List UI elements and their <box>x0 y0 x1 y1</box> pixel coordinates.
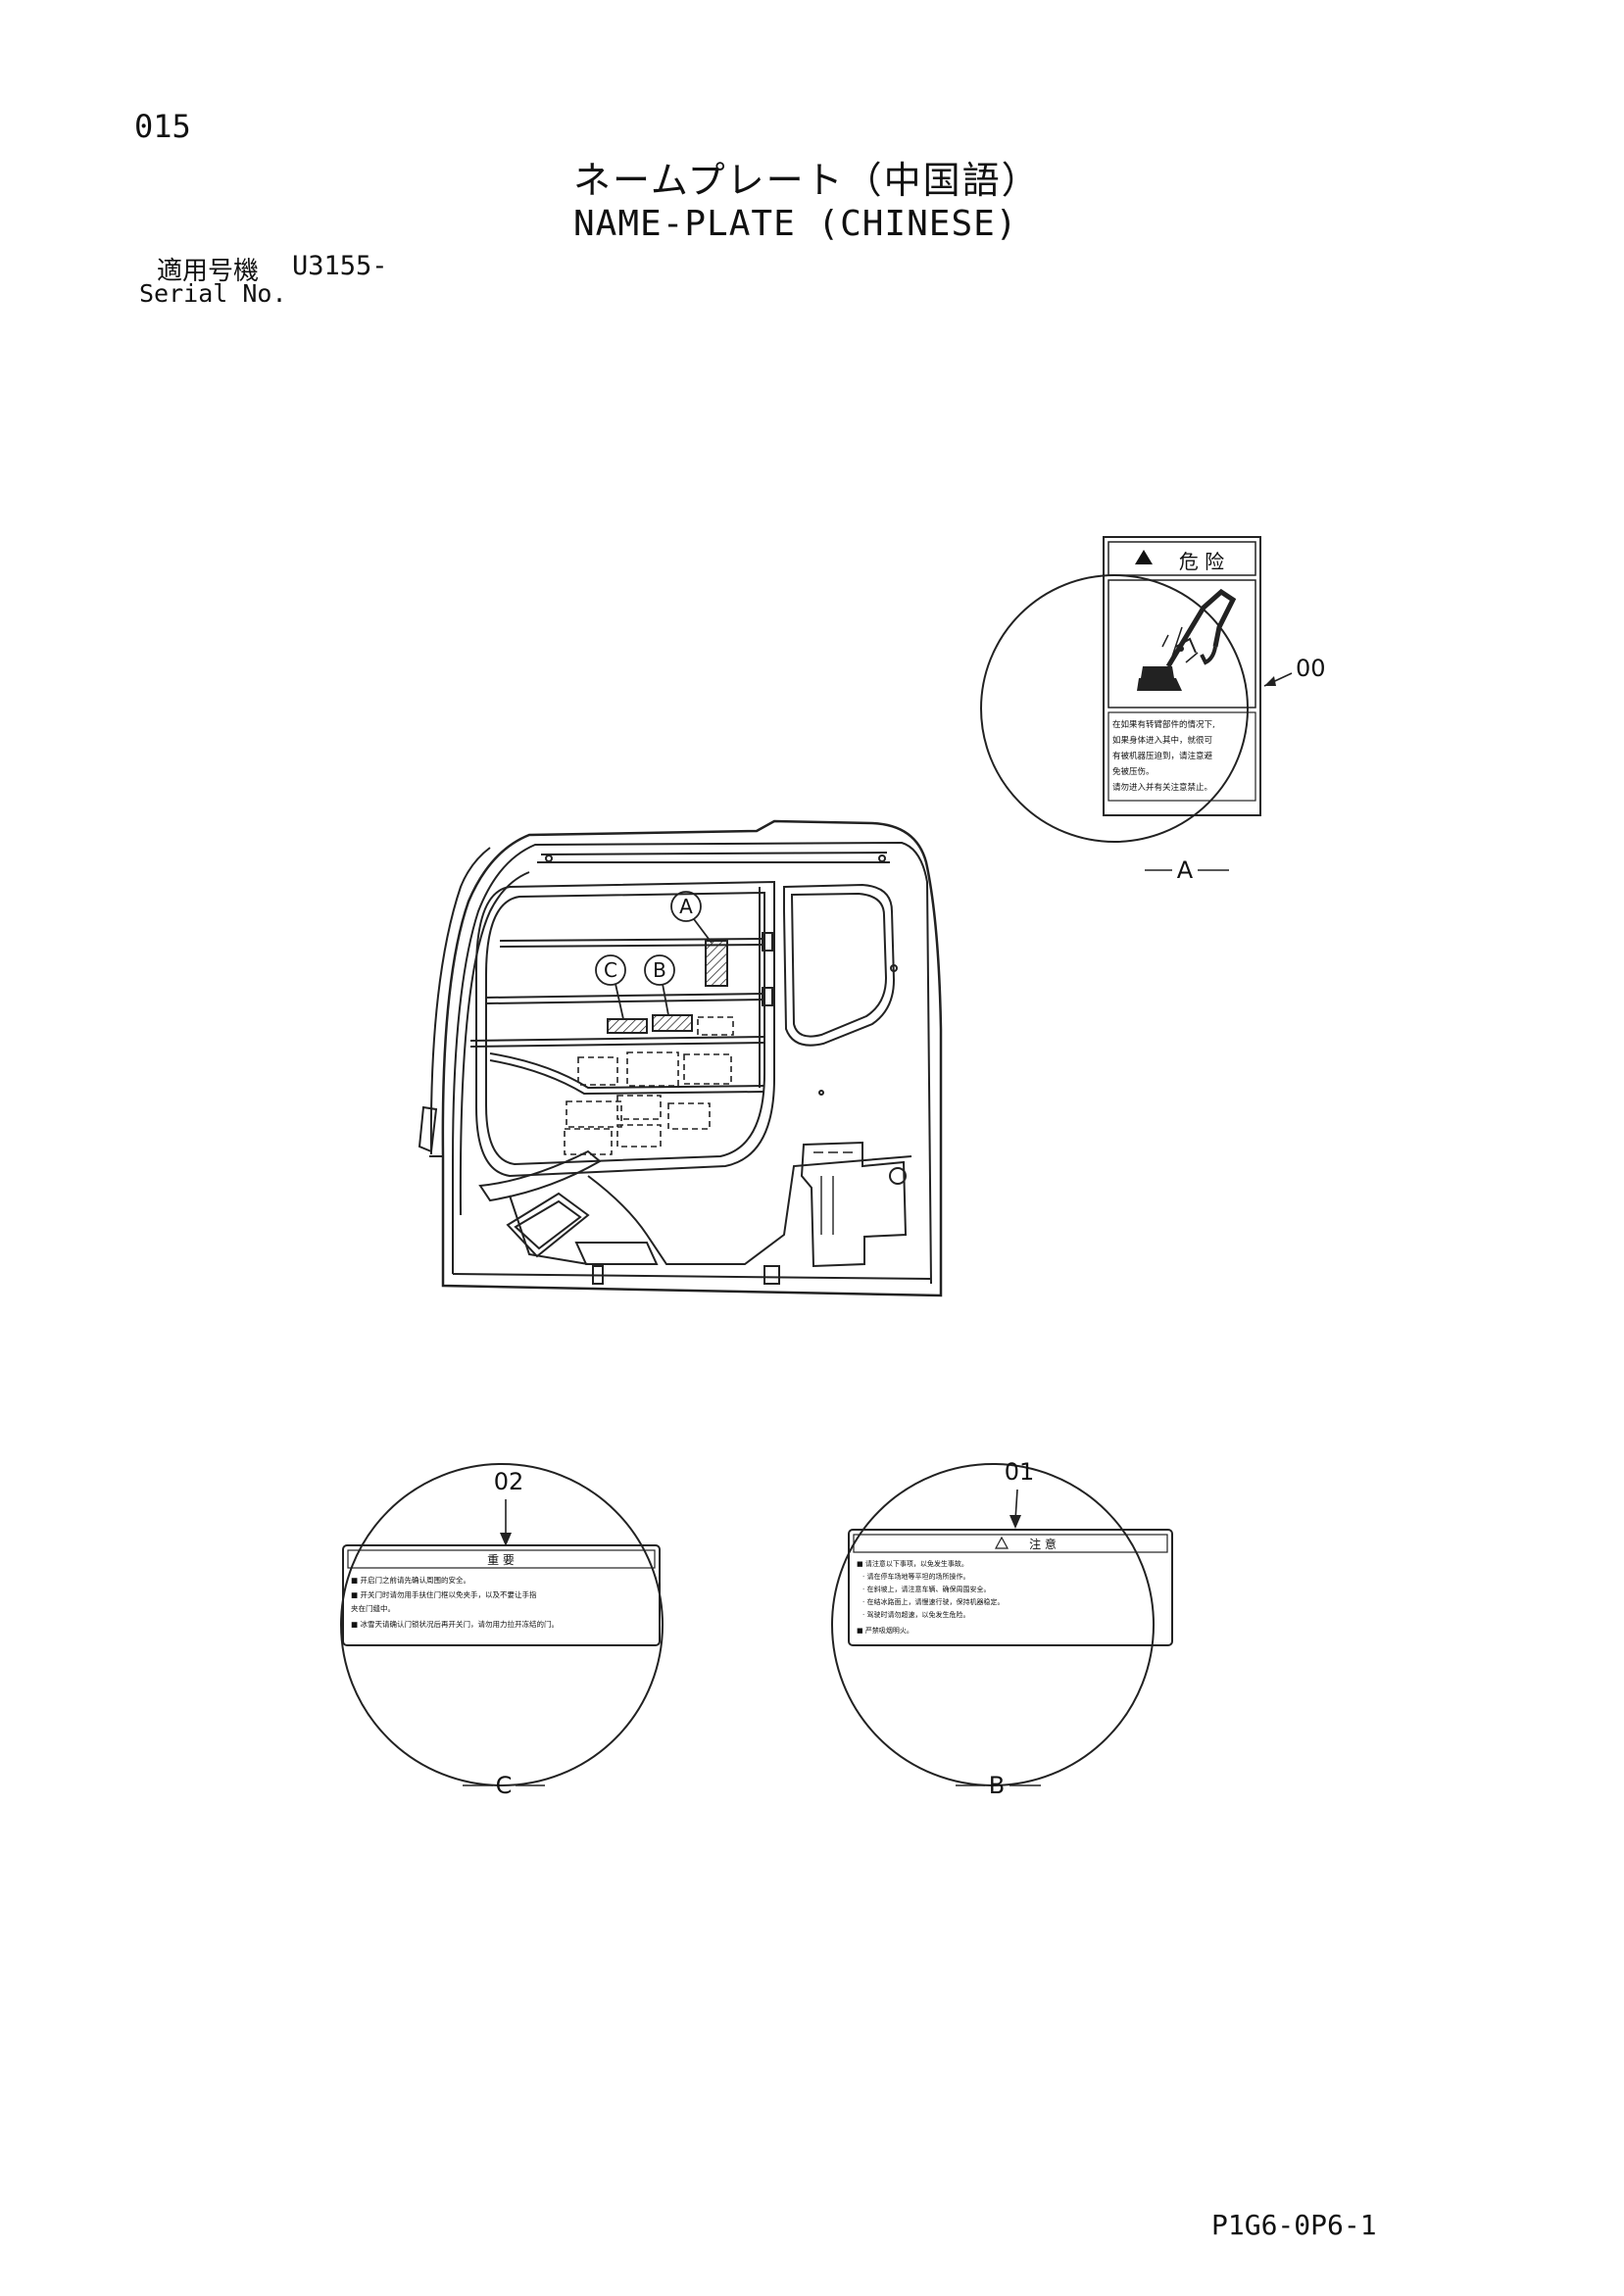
important-decal-title: 重 要 <box>487 1553 515 1567</box>
view-label-a: A <box>1177 856 1194 884</box>
door-assembly <box>418 819 943 1297</box>
page-number: 015 <box>134 108 191 145</box>
locator-b-circle <box>644 954 675 986</box>
title-english: NAME-PLATE (CHINESE) <box>573 204 1018 244</box>
locator-a-circle <box>670 891 702 922</box>
footer-code: P1G6-0P6-1 <box>1211 2209 1377 2241</box>
danger-decal-line-1: 在如果有转臂部件的情况下, <box>1112 719 1215 730</box>
danger-decal-line-2: 如果身体进入其中，就很可 <box>1112 735 1213 746</box>
view-label-b: B <box>989 1772 1005 1799</box>
door-locator-callouts: A C B <box>595 891 713 1020</box>
caution-decal <box>848 1529 1173 1646</box>
caution-decal-line-2: · 请在停车场地等平坦的场所操作。 <box>862 1572 969 1581</box>
locator-c-letter: C <box>604 958 617 982</box>
detail-view-a: 危 险 在如果有转臂部件的情况下, 如果身体进入其中，就很可 有被机器压迫到，请… <box>980 536 1326 884</box>
caution-decal-line-1: ■ 请注意以下事项，以免发生事故。 <box>857 1559 968 1568</box>
important-decal-line-1: ■ 开启门之前请先确认周围的安全。 <box>351 1575 470 1585</box>
danger-decal-line-3: 有被机器压迫到，请注意避 <box>1112 751 1213 761</box>
danger-decal-title: 危 险 <box>1179 550 1224 573</box>
decal-position-b <box>652 1014 693 1032</box>
view-label-c: C <box>496 1772 513 1799</box>
caution-decal-line-4: · 在结冰路面上，请慢速行驶，保持机器稳定。 <box>862 1597 1004 1606</box>
locator-a-letter: A <box>679 895 693 918</box>
caution-decal-line-5: · 驾驶时请勿超速，以免发生危险。 <box>862 1610 969 1619</box>
danger-decal-line-5: 请勿进入并有关注意禁止。 <box>1112 782 1212 793</box>
title-japanese: ネームプレート（中国語） <box>573 159 1041 202</box>
locator-c-circle <box>595 954 626 986</box>
caution-decal-line-6: ■ 严禁吸烟明火。 <box>857 1626 913 1635</box>
important-decal <box>342 1544 661 1646</box>
important-decal-line-4: ■ 冰雪天请确认门锁状况后再开关门，请勿用力拉开冻结的门。 <box>351 1619 559 1629</box>
important-decal-line-3: 夹在门缝中。 <box>351 1603 395 1613</box>
part-number-00: 00 <box>1296 655 1326 682</box>
detail-view-c: 02 重 要 ■ 开启门之前请先确认周围的安全。 ■ 开关门时请勿用手扶住门框以… <box>340 1463 664 1799</box>
part-number-02: 02 <box>494 1468 524 1495</box>
caution-triangle-icon <box>994 1536 1009 1549</box>
decal-position-c <box>607 1018 648 1034</box>
important-decal-line-2: ■ 开关门时请勿用手扶住门框以免夹手，以及不要让手指 <box>351 1589 537 1599</box>
serial-label-english: Serial No. <box>139 279 287 308</box>
detail-view-b: 01 注 意 ■ 请注意以下事项，以免发生事故。 · 请在停车场地等平坦的场所操… <box>831 1458 1173 1799</box>
danger-decal-line-4: 免被压伤。 <box>1112 766 1155 777</box>
serial-label-japanese: 適用号機 <box>157 257 260 286</box>
serial-value: U3155- <box>292 251 388 281</box>
caution-decal-title: 注 意 <box>1029 1537 1057 1551</box>
excavator-pictogram-icon <box>1137 588 1237 691</box>
part-number-01: 01 <box>1005 1458 1035 1486</box>
caution-decal-line-3: · 在斜坡上，请注意车辆、确保周围安全。 <box>862 1585 990 1593</box>
decal-position-a <box>705 940 728 987</box>
locator-b-letter: B <box>653 958 666 982</box>
danger-decal <box>1103 536 1261 816</box>
warning-triangle-icon <box>1135 550 1153 564</box>
